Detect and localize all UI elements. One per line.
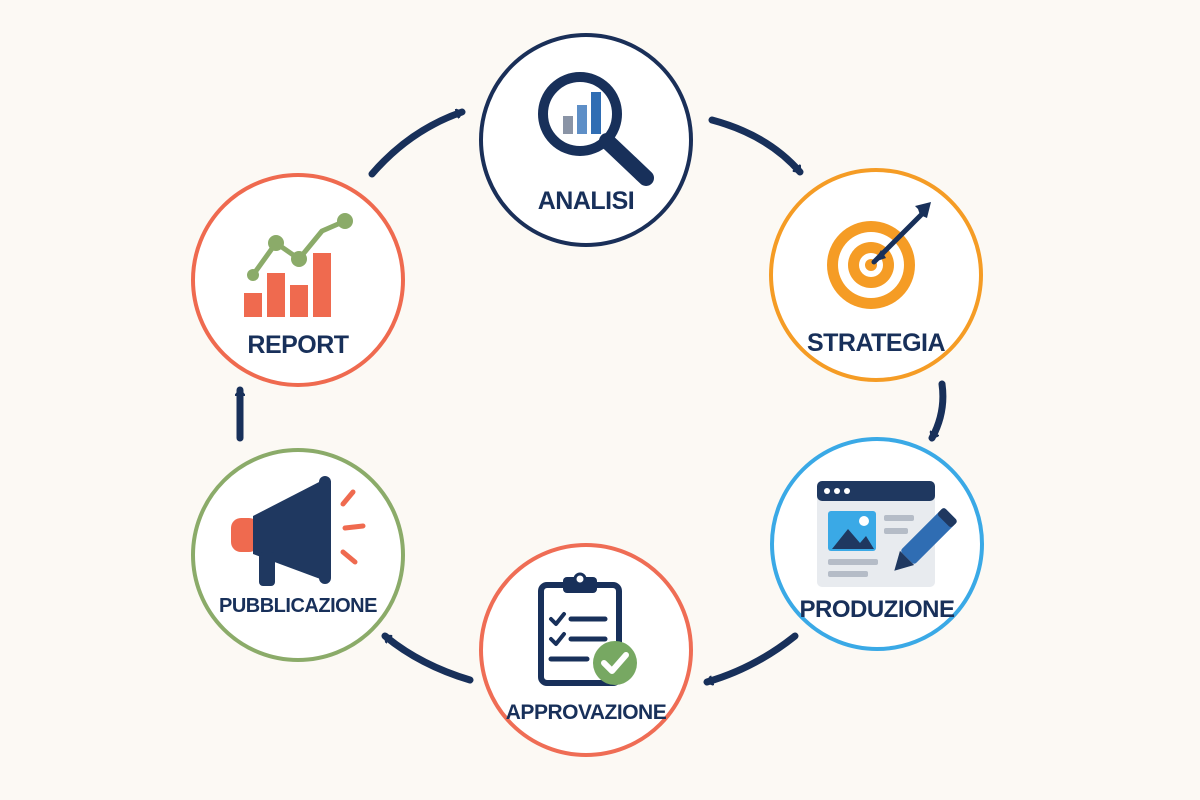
step-pubblicazione: PUBBLICAZIONE (191, 448, 405, 662)
arrow-produzione-to-approvazione (703, 632, 799, 682)
step-label-report: REPORT (247, 331, 349, 359)
arrow-approvazione-to-pubblicazione (381, 632, 474, 684)
magnifier-bar-chart-icon (538, 72, 654, 186)
step-approvazione: APPROVAZIONE (479, 543, 693, 757)
arrow-analisi-to-strategia (708, 116, 804, 176)
megaphone-icon (231, 476, 366, 586)
step-label-pubblicazione: PUBBLICAZIONE (219, 595, 377, 617)
step-label-produzione: PRODUZIONE (799, 596, 955, 623)
bar-line-chart-icon (244, 213, 353, 317)
clipboard-check-icon (538, 572, 637, 686)
step-label-approvazione: APPROVAZIONE (505, 701, 667, 724)
step-produzione: PRODUZIONE (770, 437, 984, 651)
step-report: REPORT (191, 173, 405, 387)
step-label-analisi: ANALISI (537, 187, 635, 215)
step-analisi: ANALISI (479, 33, 693, 247)
step-label-strategia: STRATEGIA (806, 329, 946, 357)
target-arrow-icon (827, 202, 931, 309)
arrow-report-to-analisi (368, 108, 466, 178)
arrow-strategia-to-produzione (928, 380, 947, 442)
browser-pencil-icon (817, 481, 957, 587)
step-strategia: STRATEGIA (769, 168, 983, 382)
